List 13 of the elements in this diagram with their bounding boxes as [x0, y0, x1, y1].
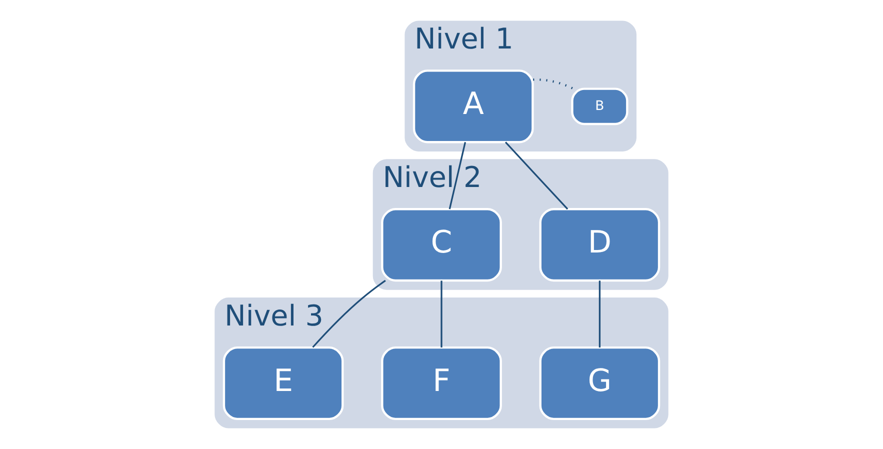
node-box: B — [571, 88, 628, 126]
node-box: G — [539, 346, 660, 420]
node-box: D — [539, 208, 660, 282]
connector — [312, 280, 386, 348]
node-box: C — [381, 208, 502, 282]
node-box: F — [381, 346, 502, 420]
node-box: E — [222, 346, 344, 420]
node-box: A — [412, 70, 534, 144]
connector — [448, 142, 466, 210]
connector — [504, 142, 568, 210]
connector — [598, 280, 601, 348]
connector — [533, 78, 574, 90]
connector — [440, 280, 442, 348]
